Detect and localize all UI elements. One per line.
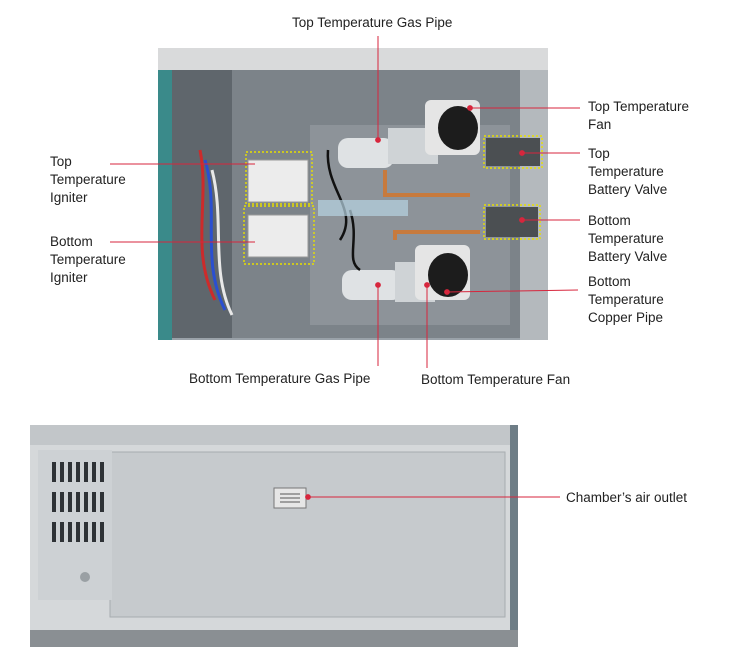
label-line: Temperature xyxy=(50,252,126,267)
label-air-outlet: Chamber’s air outlet xyxy=(566,490,688,505)
label-bottom-igniter: Bottom Temperature Igniter xyxy=(50,233,126,287)
label-top-gas-pipe: Top Temperature Gas Pipe xyxy=(292,15,453,30)
label-top-igniter: Top Temperature Igniter xyxy=(50,153,126,207)
label-line: Temperature xyxy=(50,172,126,187)
label-bottom-copper-pipe: Bottom Temperature Copper Pipe xyxy=(588,273,664,327)
label-line: Igniter xyxy=(50,270,88,285)
label-line: Top xyxy=(50,154,72,169)
label-bottom-battery-valve: Bottom Temperature Battery Valve xyxy=(588,212,667,266)
label-line: Temperature xyxy=(588,231,664,246)
label-line: Battery Valve xyxy=(588,249,668,264)
cabinet-exterior-photo xyxy=(30,425,518,647)
label-line: Copper Pipe xyxy=(588,310,664,325)
label-line: Top Temperature xyxy=(588,99,690,114)
label-line: Temperature xyxy=(588,164,664,179)
leader-lines-top xyxy=(110,36,580,368)
label-line: Bottom xyxy=(588,274,631,289)
label-top-battery-valve: Top Temperature Battery Valve xyxy=(588,145,667,199)
label-line: Battery Valve xyxy=(588,182,668,197)
label-top-fan: Top Temperature Fan xyxy=(588,98,689,134)
label-line: Bottom xyxy=(50,234,93,249)
label-line: Igniter xyxy=(50,190,88,205)
label-line: Temperature xyxy=(588,292,664,307)
label-line: Fan xyxy=(588,117,612,132)
label-bottom-fan: Bottom Temperature Fan xyxy=(421,372,571,387)
label-line: Bottom xyxy=(588,213,631,228)
label-bottom-gas-pipe: Bottom Temperature Gas Pipe xyxy=(189,371,371,386)
label-line: Top xyxy=(588,146,610,161)
burner-compartment-photo xyxy=(158,48,548,340)
leader-lines-bottom xyxy=(305,494,560,500)
